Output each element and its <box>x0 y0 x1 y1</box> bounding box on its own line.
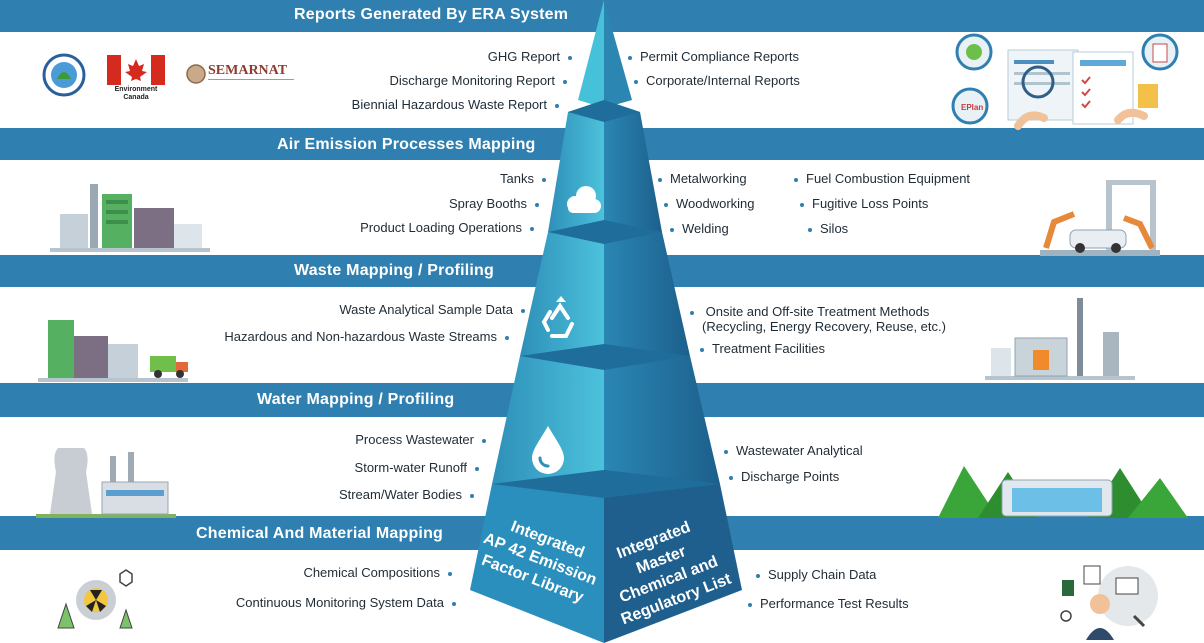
list-item: Spray Booths <box>449 196 539 211</box>
air-robotic-assembly-illustration <box>1040 180 1160 256</box>
list-item: Product Loading Operations <box>360 220 534 235</box>
water-title: Water Mapping / Profiling <box>257 391 455 408</box>
canada-flag-icon <box>107 55 165 85</box>
list-item: GHG Report <box>488 49 572 64</box>
recycle-icon <box>541 296 574 338</box>
chemical-title: Chemical And Material Mapping <box>196 525 444 542</box>
canada-caption-line-1: Environment <box>114 86 158 93</box>
list-item: Wastewater Analytical <box>724 443 863 458</box>
water-dam-illustration <box>938 466 1188 518</box>
list-item: Stream/Water Bodies <box>339 487 474 502</box>
pyramid-tier-3-cap <box>548 220 662 244</box>
pyramid-tier-2 <box>548 100 604 242</box>
semarnat-logo: SEMARNAT <box>208 63 288 78</box>
chemical-supply-chain-illustration <box>1060 565 1158 640</box>
list-item: Tanks <box>500 171 546 186</box>
pyramid-base-right <box>604 470 742 643</box>
pyramid-tier-2-cap <box>568 100 640 122</box>
list-item: Fugitive Loss Points <box>800 196 928 211</box>
chemical-lab-illustration <box>57 569 133 629</box>
cloud-icon <box>567 186 601 213</box>
pyramid-tier-3 <box>520 220 604 368</box>
pyramid-tier-4 <box>492 344 604 498</box>
list-item: Chemical Compositions <box>303 565 452 580</box>
waste-building-truck-illustration <box>38 320 188 382</box>
pyramid-tier-1-side <box>604 0 632 108</box>
canada-caption-line-2: Canada <box>123 94 149 101</box>
air-factory-illustration <box>50 184 210 252</box>
list-item: Onsite and Off-site Treatment Methods (R… <box>690 304 946 334</box>
list-item: Metalworking <box>658 171 747 186</box>
reports-documents-illustration: EPlan <box>951 33 1179 130</box>
pyramid-base-cap <box>492 470 720 498</box>
waste-title: Waste Mapping / Profiling <box>294 262 494 279</box>
list-item: Storm-water Runoff <box>355 460 479 475</box>
list-item: Treatment Facilities <box>700 341 825 356</box>
semarnat-underline <box>208 79 294 84</box>
list-item: Welding <box>670 221 729 236</box>
water-cooling-towers-illustration <box>36 448 176 518</box>
list-item: Discharge Monitoring Report <box>390 73 567 88</box>
list-item: Discharge Points <box>729 469 839 484</box>
list-item: Corporate/Internal Reports <box>634 73 800 88</box>
list-item: Woodworking <box>664 196 755 211</box>
water-drop-icon <box>532 426 564 474</box>
treatment-methods-label: Onsite and Off-site Treatment Methods <box>705 304 930 319</box>
treatment-methods-sub: (Recycling, Energy Recovery, Reuse, etc.… <box>702 319 946 334</box>
list-item: Biennial Hazardous Waste Report <box>352 97 559 112</box>
list-item: Continuous Monitoring System Data <box>236 595 456 610</box>
reports-title: Reports Generated By ERA System <box>294 6 569 23</box>
air-title: Air Emission Processes Mapping <box>277 136 536 153</box>
list-item: Process Wastewater <box>355 432 486 447</box>
pyramid-tier-3-side <box>604 220 690 368</box>
svg-text:EPlan: EPlan <box>961 103 983 112</box>
list-item: Hazardous and Non-hazardous Waste Stream… <box>224 329 509 344</box>
epa-seal-icon <box>42 53 86 97</box>
canada-caption: Environment Canada <box>104 86 168 102</box>
waste-treatment-plant-illustration <box>985 298 1135 380</box>
list-item: Waste Analytical Sample Data <box>339 302 525 317</box>
list-item: Silos <box>808 221 848 236</box>
pyramid-tier-4-cap <box>520 344 690 370</box>
list-item: Permit Compliance Reports <box>628 49 799 64</box>
list-item: Performance Test Results <box>748 596 909 611</box>
list-item: Supply Chain Data <box>756 567 876 582</box>
list-item: Fuel Combustion Equipment <box>794 171 970 186</box>
pyramid-base-left <box>470 470 604 643</box>
pyramid-tier-2-side <box>604 100 662 242</box>
semarnat-seal-icon <box>186 64 206 84</box>
pyramid-tier-4-side <box>604 344 720 498</box>
pyramid-tier-1 <box>578 0 604 108</box>
